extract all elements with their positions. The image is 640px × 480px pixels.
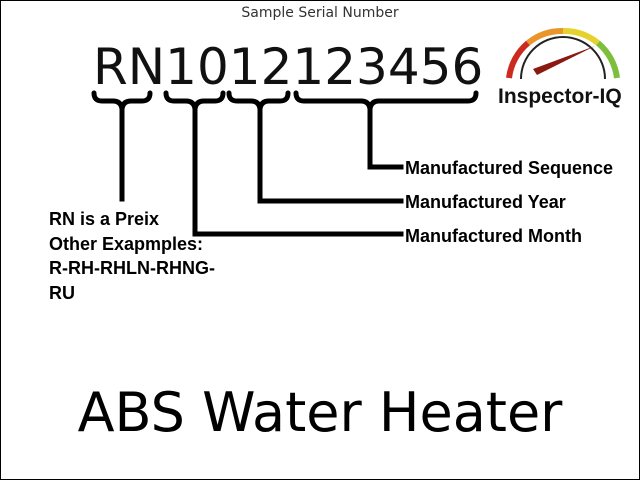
serial-number: RN1012123456 bbox=[93, 37, 483, 97]
product-title: ABS Water Heater bbox=[77, 381, 563, 444]
gauge-segment-red bbox=[506, 40, 531, 79]
label-sequence: Manufactured Sequence bbox=[405, 158, 614, 178]
leader-month bbox=[192, 106, 404, 237]
prefix-note: RN is a Preix Other Exapmples: R-RH-RHLN… bbox=[49, 207, 215, 305]
serial-prefix: RN bbox=[93, 38, 166, 96]
gauge-needle bbox=[533, 46, 595, 75]
logo-wordmark: Inspector-IQ bbox=[498, 85, 622, 108]
leader-sequence bbox=[367, 106, 404, 170]
gauge-segment-orange bbox=[526, 27, 564, 46]
brace-sequence bbox=[293, 90, 479, 112]
gauge-segment-yellow bbox=[562, 27, 600, 46]
prefix-note-line: R-RH-RHLN-RHNG- bbox=[49, 258, 215, 278]
prefix-note-line: RU bbox=[49, 282, 75, 303]
gauge-inner-arc bbox=[520, 36, 606, 80]
gauge-icon bbox=[506, 27, 620, 80]
caption: Sample Serial Number bbox=[241, 5, 399, 21]
prefix-note-line: RN is a Preix bbox=[49, 209, 160, 229]
serial-sequence: 123456 bbox=[292, 38, 484, 96]
prefix-note-line: Other Exapmples: bbox=[49, 233, 204, 254]
label-year: Manufactured Year bbox=[405, 192, 566, 212]
leader-year bbox=[257, 106, 404, 204]
serial-month: 10 bbox=[165, 38, 229, 96]
label-month: Manufactured Month bbox=[405, 226, 582, 246]
serial-year: 12 bbox=[228, 38, 293, 96]
gauge-segment-green bbox=[595, 40, 620, 79]
